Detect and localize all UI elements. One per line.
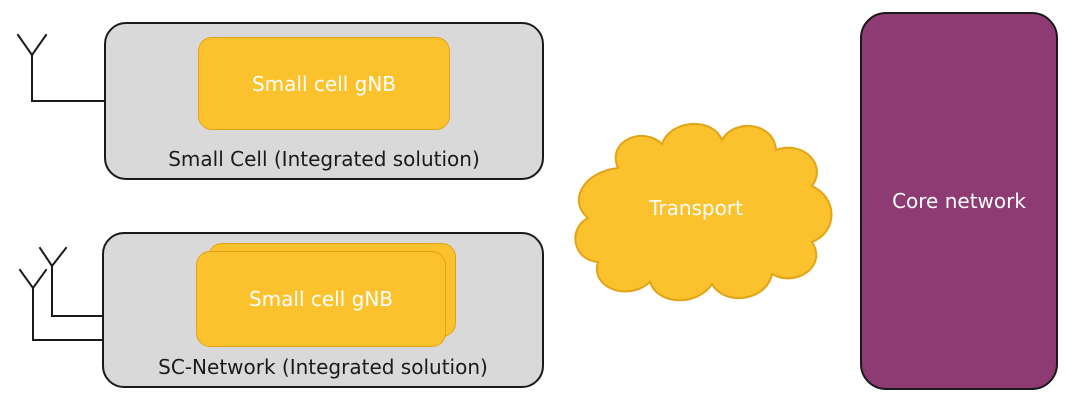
antenna-icon-bottom-right (38, 246, 105, 317)
small-cell-gnb: Small cell gNB (198, 37, 450, 130)
cloud-shape (574, 123, 833, 302)
sc-network-gnb-front: Small cell gNB (196, 251, 446, 347)
transport-cloud (574, 123, 833, 302)
sc-network-gnb-label: Small cell gNB (248, 287, 394, 311)
antenna-icon-bottom-left (18, 268, 105, 341)
core-network-label: Core network (892, 189, 1026, 213)
core-network-box: Core network (860, 12, 1058, 390)
transport-label: Transport (649, 196, 743, 220)
small-cell-caption: Small Cell (Integrated solution) (168, 147, 480, 171)
antenna-icon-top (16, 33, 105, 102)
sc-network-caption: SC-Network (Integrated solution) (158, 355, 488, 379)
small-cell-gnb-label: Small cell gNB (251, 71, 397, 96)
